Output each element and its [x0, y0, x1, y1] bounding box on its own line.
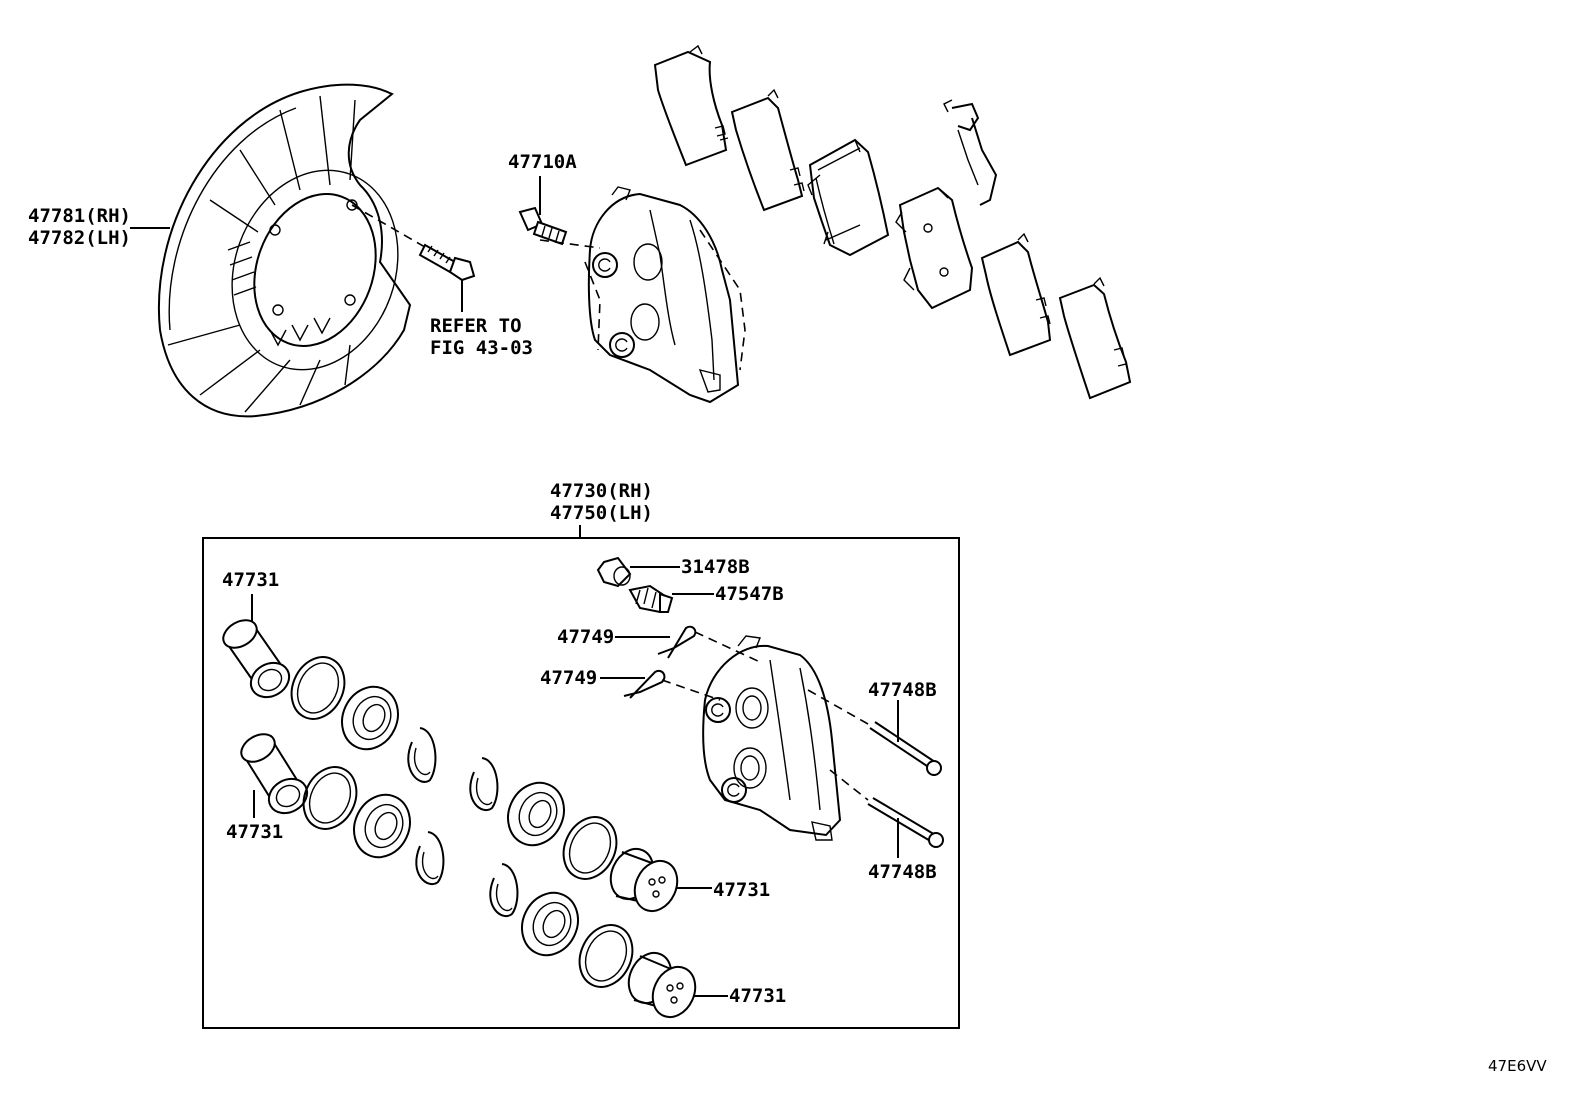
- piston-right-upper: [609, 847, 679, 913]
- caliper-pin-upper: [807, 689, 942, 776]
- boot-4: [521, 891, 579, 957]
- anti-rattle-clip-upper: [657, 625, 761, 663]
- caliper-body: [702, 635, 842, 841]
- label-pin-lower: 47748B: [868, 861, 937, 883]
- boot-1: [341, 685, 399, 751]
- label-bleeder-cap: 31478B: [681, 556, 750, 578]
- boot-2: [353, 793, 411, 859]
- caliper-pin-lower: [829, 769, 944, 848]
- label-clip-upper: 47749: [557, 626, 614, 648]
- pad-shim-1: [653, 44, 729, 167]
- label-pin-upper: 47748B: [868, 679, 937, 701]
- retainer-ring-3: [469, 757, 499, 811]
- label-piston-right-upper: 47731: [713, 879, 770, 901]
- anti-rattle-clip-lower: [623, 670, 721, 701]
- pad-wear-indicator-clip: [943, 99, 998, 206]
- retainer-ring-1: [407, 727, 437, 783]
- retainer-ring-4: [489, 863, 519, 917]
- brake-pad-2: [895, 186, 974, 310]
- seal-ring-4: [578, 924, 634, 988]
- caliper-assembly-upper: [539, 186, 746, 404]
- pad-shim-2: [730, 88, 805, 212]
- label-refer-line1: REFER TO: [430, 315, 522, 337]
- shield-bolt: [351, 204, 476, 282]
- seal-ring-1: [290, 656, 346, 720]
- label-refer-line2: FIG 43-03: [430, 337, 533, 359]
- piston-mid-left: [240, 733, 309, 815]
- label-bleeder-plug: 47547B: [715, 583, 784, 605]
- label-piston-mid-left: 47731: [226, 821, 283, 843]
- seal-ring-3: [562, 816, 618, 880]
- label-shield-lh: 47782(LH): [28, 227, 131, 249]
- caliper-kit-frame: [202, 537, 960, 1029]
- pad-shim-3: [980, 232, 1052, 357]
- label-clip-lower: 47749: [540, 667, 597, 689]
- label-bolt: 47710A: [508, 151, 577, 173]
- bleeder-plug: [628, 584, 674, 614]
- label-shield-rh: 47781(RH): [28, 205, 131, 227]
- piston-right-lower: [627, 951, 697, 1019]
- dust-cover-shield: [157, 83, 412, 418]
- retainer-ring-2: [415, 831, 445, 885]
- piston-top-left: [222, 619, 291, 699]
- label-caliper-rh: 47730(RH): [550, 480, 653, 502]
- diagram-code: 47E6VV: [1488, 1057, 1547, 1075]
- label-piston-top-left: 47731: [222, 569, 279, 591]
- bleeder-cap: [596, 556, 632, 588]
- seal-ring-2: [302, 766, 358, 830]
- label-piston-right-lower: 47731: [729, 985, 786, 1007]
- pad-shim-4: [1058, 276, 1132, 400]
- caliper-mount-bolt: [518, 206, 568, 246]
- brake-pad-1: [807, 138, 890, 257]
- boot-3: [507, 781, 565, 847]
- label-caliper-lh: 47750(LH): [550, 502, 653, 524]
